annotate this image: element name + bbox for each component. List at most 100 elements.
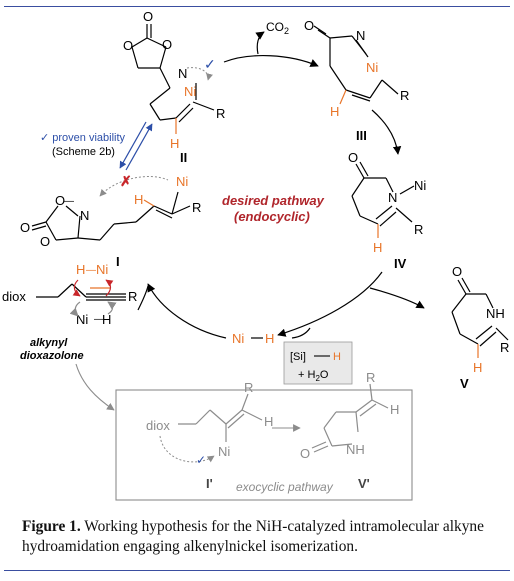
hni-dash: —: [86, 265, 96, 276]
intermediate-IV: [351, 161, 415, 238]
co2-label: CO2: [266, 20, 289, 36]
I-ring-o: O: [40, 234, 50, 249]
exocyclic-label: exocyclic pathway: [236, 480, 334, 494]
III-ni: Ni: [366, 60, 378, 75]
alkynyl-label: alkynyl: [30, 337, 68, 349]
IV-h: H: [373, 240, 382, 255]
scheme-2b-ref: (Scheme 2b): [52, 146, 115, 158]
hni-ni: Ni: [96, 262, 108, 277]
viability-arrow-up: [125, 123, 153, 171]
arrow-to-V: [369, 287, 425, 309]
endocyclic-label: (endocyclic): [234, 209, 310, 224]
label-I: I: [116, 254, 120, 269]
Iprime-r: R: [244, 380, 253, 395]
Vprime-h: H: [390, 402, 399, 417]
II-r: R: [216, 106, 225, 121]
label-IV: IV: [394, 256, 407, 271]
II-check-icon: ✓: [204, 56, 216, 72]
I-o1: O: [55, 193, 65, 208]
IV-ni: Ni: [414, 178, 426, 193]
arrow-NiH-to-I: [147, 283, 227, 339]
I-n: N: [80, 208, 89, 223]
II-carbonyl-o: O: [143, 9, 153, 24]
intermediate-I: [31, 191, 191, 241]
label-Iprime: I': [206, 476, 213, 491]
label-II: II: [180, 150, 187, 165]
nih-catalyst-ni: Ni: [232, 331, 244, 346]
III-carbonyl-o: O: [304, 18, 314, 33]
label-V: V: [460, 376, 469, 391]
I-cross-icon: ✗: [120, 173, 132, 189]
Iprime-diox: diox: [146, 418, 170, 433]
product-V: [451, 277, 509, 358]
desired-pathway-label: desired pathway: [222, 193, 325, 208]
I-ni: Ni: [176, 174, 188, 189]
si-h-arrow: [291, 327, 311, 339]
diox-label: diox: [2, 289, 26, 304]
V-r: R: [500, 340, 509, 355]
dioxazolone-label: dioxazolone: [20, 350, 84, 362]
arrow-II-to-III: [223, 55, 319, 67]
figure-caption: Figure 1. Working hypothesis for the NiH…: [22, 517, 500, 557]
nih-arrow-b: [107, 301, 117, 315]
label-III: III: [356, 128, 367, 143]
II-coordination-arrow: [186, 67, 213, 81]
I-r: R: [192, 200, 201, 215]
exocyclic-box: [115, 389, 413, 501]
nih-arrow-a: [69, 301, 81, 317]
diox-entry-arrow: [137, 285, 149, 311]
hni-h: H: [76, 262, 85, 277]
to-exocyclic-arrow: [75, 363, 115, 411]
si-label: [Si]: [290, 351, 306, 363]
IV-carbonyl-o: O: [348, 150, 358, 165]
caption-text: Working hypothesis for the NiH-catalyzed…: [22, 518, 484, 555]
IV-n: N: [388, 190, 397, 205]
nih-catalyst-h: H: [265, 331, 274, 346]
product-Vprime: [311, 383, 389, 453]
Vprime-o: O: [300, 446, 310, 461]
I-h: H: [134, 192, 143, 207]
si-h: H: [333, 351, 341, 363]
caption-label: Figure 1.: [22, 518, 81, 535]
si-h-box: [283, 341, 353, 385]
III-h: H: [330, 104, 339, 119]
viability-arrow-down: [119, 121, 147, 169]
Iprime-dashed-arrow: [159, 435, 215, 463]
intermediate-II: [131, 24, 215, 134]
Vprime-r: R: [366, 370, 375, 385]
alkynyl-dioxazolone: [36, 283, 126, 301]
nih-h: H: [102, 312, 111, 327]
Iprime-ni: Ni: [218, 444, 230, 459]
I-dash: —: [64, 196, 74, 207]
co2-release-arrow: [255, 31, 265, 55]
II-h: H: [170, 136, 179, 151]
V-h: H: [473, 360, 482, 375]
h2o-label: + H2O: [298, 369, 329, 383]
arrow-III-to-IV: [371, 109, 402, 155]
hni-arrow-a: [72, 279, 81, 297]
V-nh: NH: [486, 306, 505, 321]
IV-r: R: [414, 222, 423, 237]
I-carbonyl-o: O: [20, 220, 30, 235]
II-ni: Ni: [184, 84, 196, 99]
label-Vprime: V': [358, 476, 370, 491]
III-n: N: [356, 28, 365, 43]
nih-ni: Ni: [76, 312, 88, 327]
reaction-scheme: O O O N Ni H R II ✓ CO2 O N Ni H R III: [2, 9, 509, 501]
V-carbonyl-o: O: [452, 264, 462, 279]
top-rule: [4, 6, 510, 7]
II-ring-o2: O: [123, 38, 133, 53]
hni-arrow-b: [105, 279, 114, 297]
III-r: R: [400, 88, 409, 103]
intermediate-Iprime: [178, 393, 263, 442]
arrow-IV-to-NiH: [277, 271, 383, 337]
nih-dash: —: [94, 314, 104, 325]
Iprime-h: H: [264, 414, 273, 429]
II-ring-n: N: [178, 66, 187, 81]
II-ring-o: O: [162, 37, 172, 52]
Vprime-nh: NH: [346, 442, 365, 457]
alkyne-r: R: [128, 289, 137, 304]
proven-viability-label: ✓ proven viability: [40, 132, 126, 144]
cycle-arrows: [137, 31, 425, 339]
intermediate-III: [313, 25, 399, 105]
